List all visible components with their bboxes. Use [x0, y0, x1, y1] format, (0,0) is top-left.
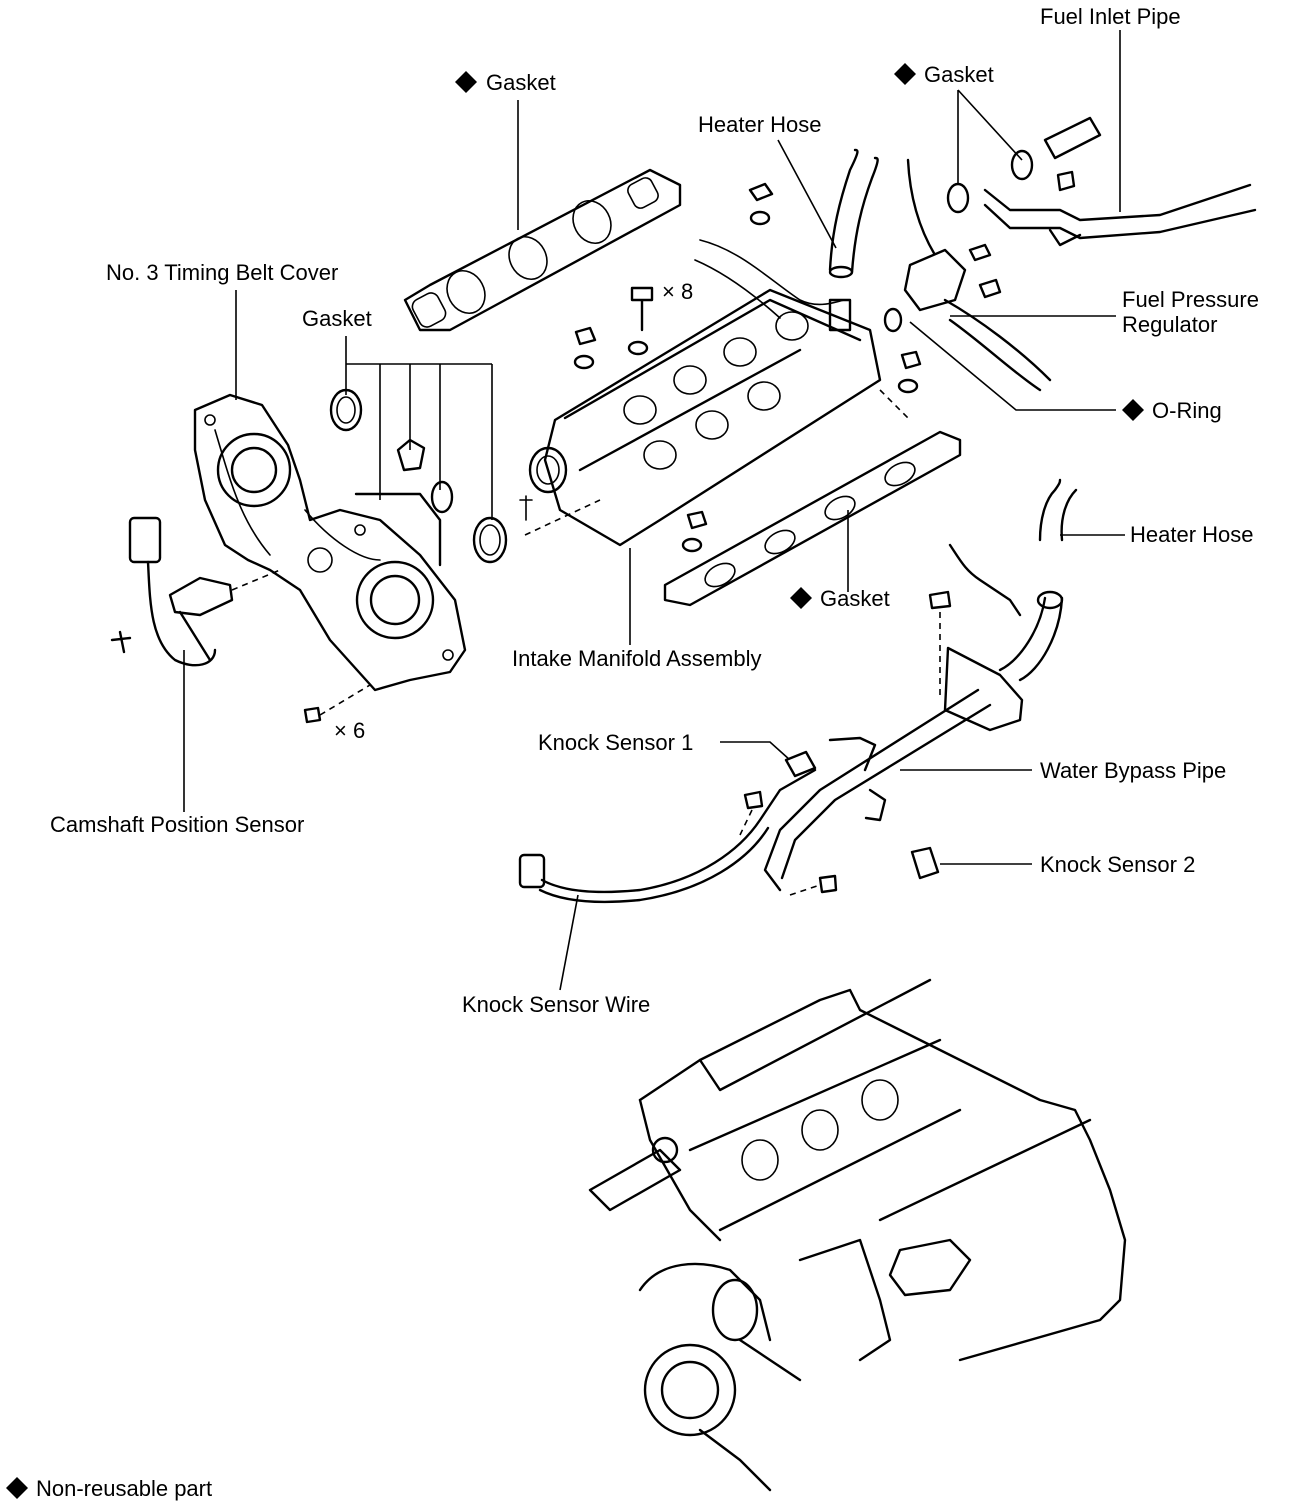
label-fuel-inlet-pipe: Fuel Inlet Pipe	[1040, 4, 1181, 29]
label-bolt-count-6: × 6	[334, 718, 365, 743]
knock-sensors-art	[518, 750, 940, 904]
label-knock-sensor-1: Knock Sensor 1	[538, 730, 693, 755]
label-heater-hose-right: Heater Hose	[1130, 522, 1254, 547]
legend-text: Non-reusable part	[36, 1476, 212, 1501]
parts-art	[110, 116, 1257, 1492]
fasteners-art	[303, 182, 922, 724]
label-camshaft-position-sensor: Camshaft Position Sensor	[50, 812, 304, 837]
heater-hose-top-art	[828, 148, 879, 279]
label-knock-sensor-wire: Knock Sensor Wire	[462, 992, 650, 1017]
label-timing-belt-cover: No. 3 Timing Belt Cover	[106, 260, 338, 285]
timing-belt-cover-art	[193, 393, 467, 692]
label-water-bypass-pipe: Water Bypass Pipe	[1040, 758, 1226, 783]
leader-lines	[183, 30, 1125, 991]
label-gasket-lower: Gasket	[820, 586, 890, 611]
fuel-regulator-art	[883, 116, 1257, 392]
labels: Fuel Inlet Pipe Gasket Gasket Heater Hos…	[50, 4, 1259, 1017]
camshaft-position-sensor-art	[110, 516, 281, 667]
non-reusable-diamond	[1122, 399, 1144, 421]
water-bypass-pipe-art	[763, 478, 1078, 896]
label-gasket-upper-right: Gasket	[924, 62, 994, 87]
label-fuel-pressure-regulator-1: Fuel Pressure	[1122, 287, 1259, 312]
legend: Non-reusable part	[6, 1476, 212, 1501]
non-reusable-diamond	[455, 71, 477, 93]
non-reusable-diamond	[894, 63, 916, 85]
label-bolt-count-8: × 8	[662, 279, 693, 304]
label-heater-hose-top: Heater Hose	[698, 112, 822, 137]
label-intake-manifold-assembly: Intake Manifold Assembly	[512, 646, 761, 671]
label-knock-sensor-2: Knock Sensor 2	[1040, 852, 1195, 877]
engine-block-art	[588, 978, 1127, 1492]
label-gasket-top: Gasket	[486, 70, 556, 95]
label-gasket-left: Gasket	[302, 306, 372, 331]
label-o-ring: O-Ring	[1152, 398, 1222, 423]
legend-diamond-icon	[6, 1477, 28, 1499]
lower-gasket-art	[663, 430, 962, 607]
intake-manifold-art	[519, 239, 911, 547]
label-fuel-pressure-regulator-2: Regulator	[1122, 312, 1217, 337]
small-gaskets-art	[329, 388, 508, 567]
non-reusable-diamond	[790, 587, 812, 609]
upper-gasket-art	[403, 168, 682, 332]
